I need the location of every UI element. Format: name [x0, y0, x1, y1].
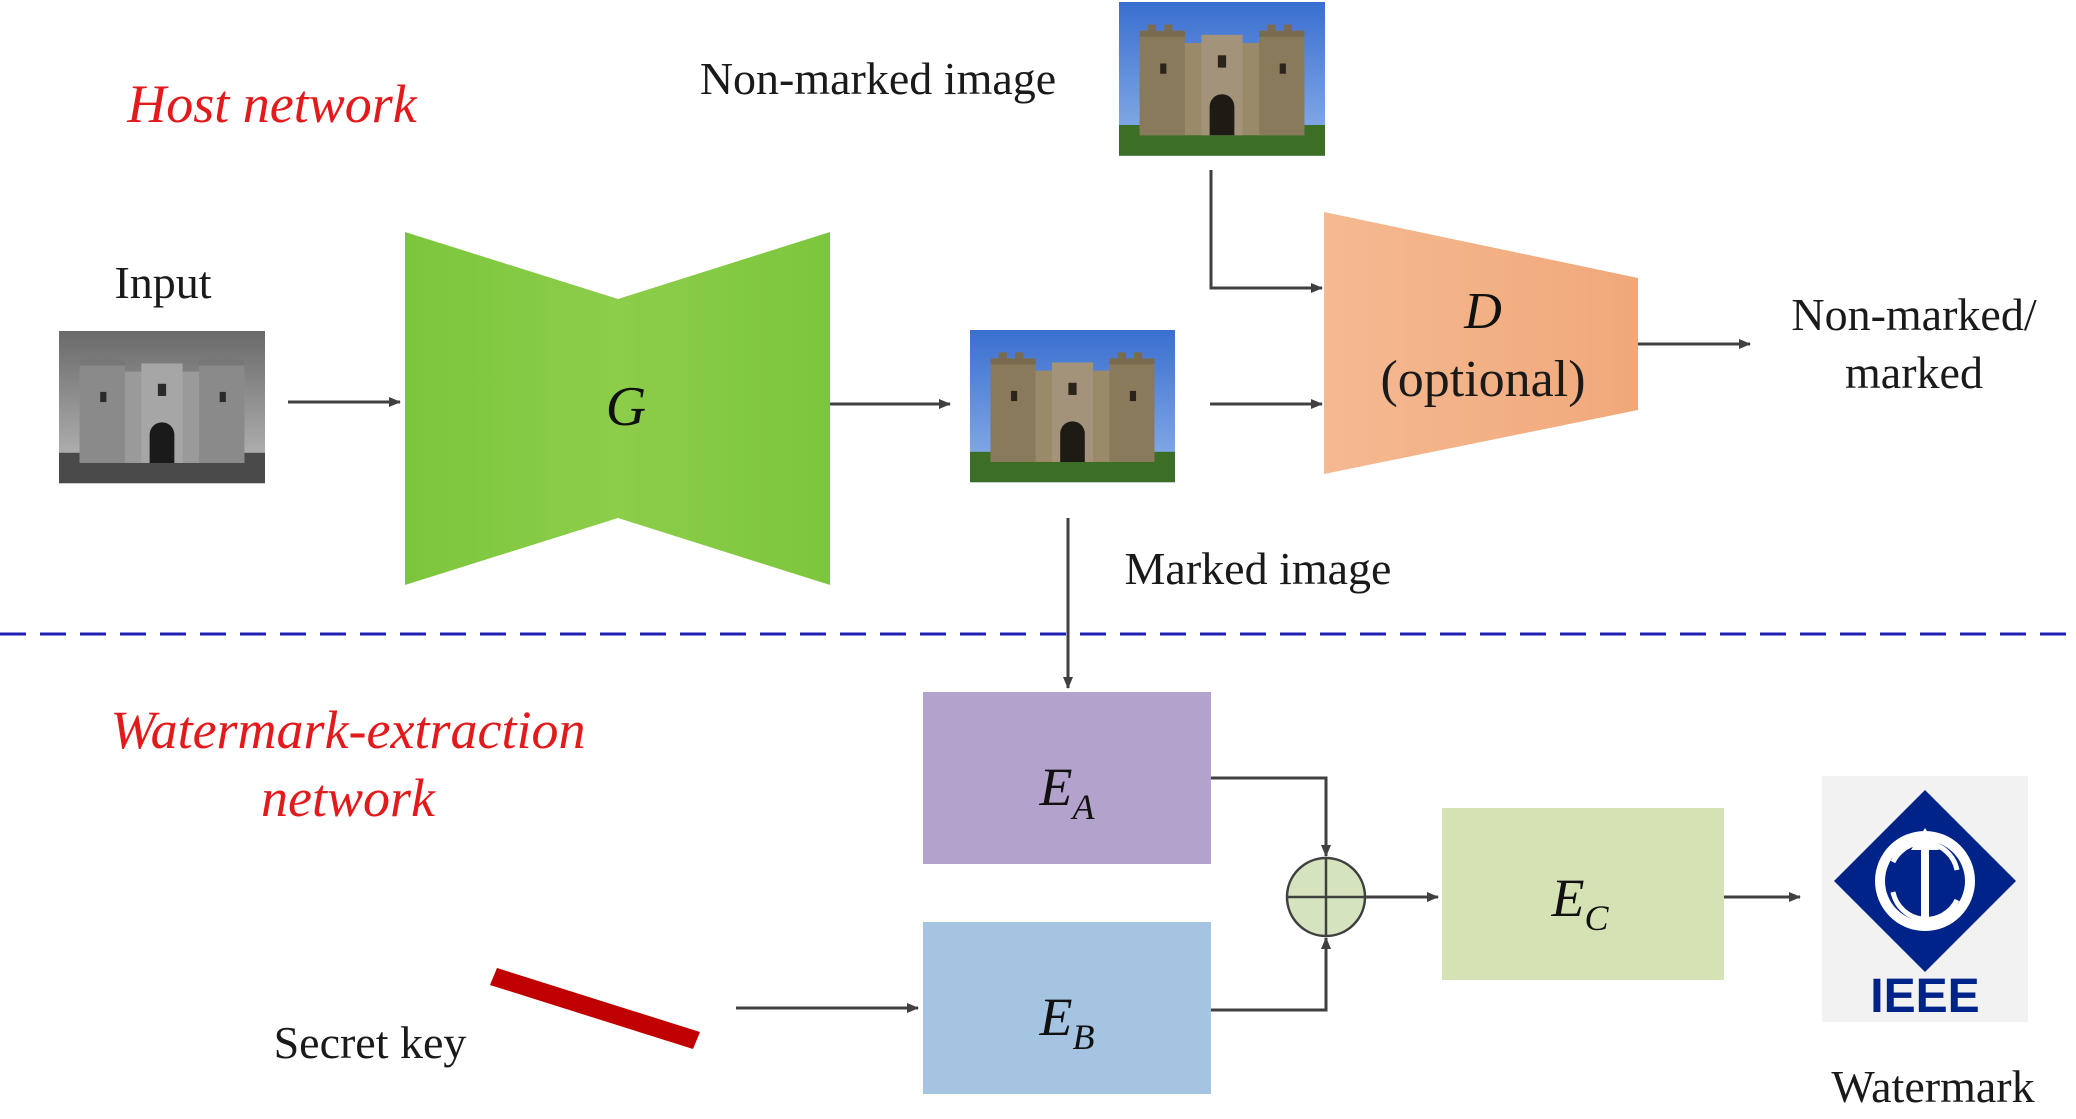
extraction-network-title-line2: network	[261, 768, 436, 828]
eb-block	[923, 922, 1211, 1094]
output-label-line2: marked	[1845, 347, 1983, 398]
secret-key-bar	[490, 968, 700, 1049]
discriminator-label: D	[1463, 283, 1502, 340]
eb-label: EB	[1039, 987, 1095, 1057]
ea-label: EA	[1039, 757, 1096, 827]
non-marked-to-discriminator-arrow	[1209, 170, 1323, 293]
watermark-label: Watermark	[1831, 1061, 2034, 1112]
ec-block	[1442, 808, 1724, 980]
host-network-title: Host network	[126, 74, 418, 134]
generator-label: G	[606, 376, 646, 438]
non-marked-image	[1119, 2, 1325, 156]
ieee-logo-icon: IEEE	[1822, 776, 2028, 1023]
eb-to-adder-arrow	[1211, 937, 1331, 1012]
secret-key-label: Secret key	[274, 1017, 467, 1068]
generator-block	[405, 232, 830, 585]
circle-plus-icon	[1285, 856, 1367, 938]
input-label: Input	[114, 257, 211, 308]
output-label-line1: Non-marked/	[1791, 289, 2036, 340]
ieee-logo-text: IEEE	[1870, 970, 1979, 1023]
marked-image-label: Marked image	[1125, 543, 1392, 594]
discriminator-optional-label: (optional)	[1380, 351, 1585, 408]
ec-label: EC	[1550, 868, 1609, 938]
ea-to-adder-arrow	[1211, 776, 1331, 857]
ea-block	[923, 692, 1211, 864]
discriminator-block	[1324, 212, 1638, 474]
input-image	[59, 331, 265, 484]
extraction-network-title-line1: Watermark-extraction	[111, 700, 586, 760]
non-marked-image-label: Non-marked image	[700, 53, 1056, 104]
marked-image	[970, 330, 1175, 483]
